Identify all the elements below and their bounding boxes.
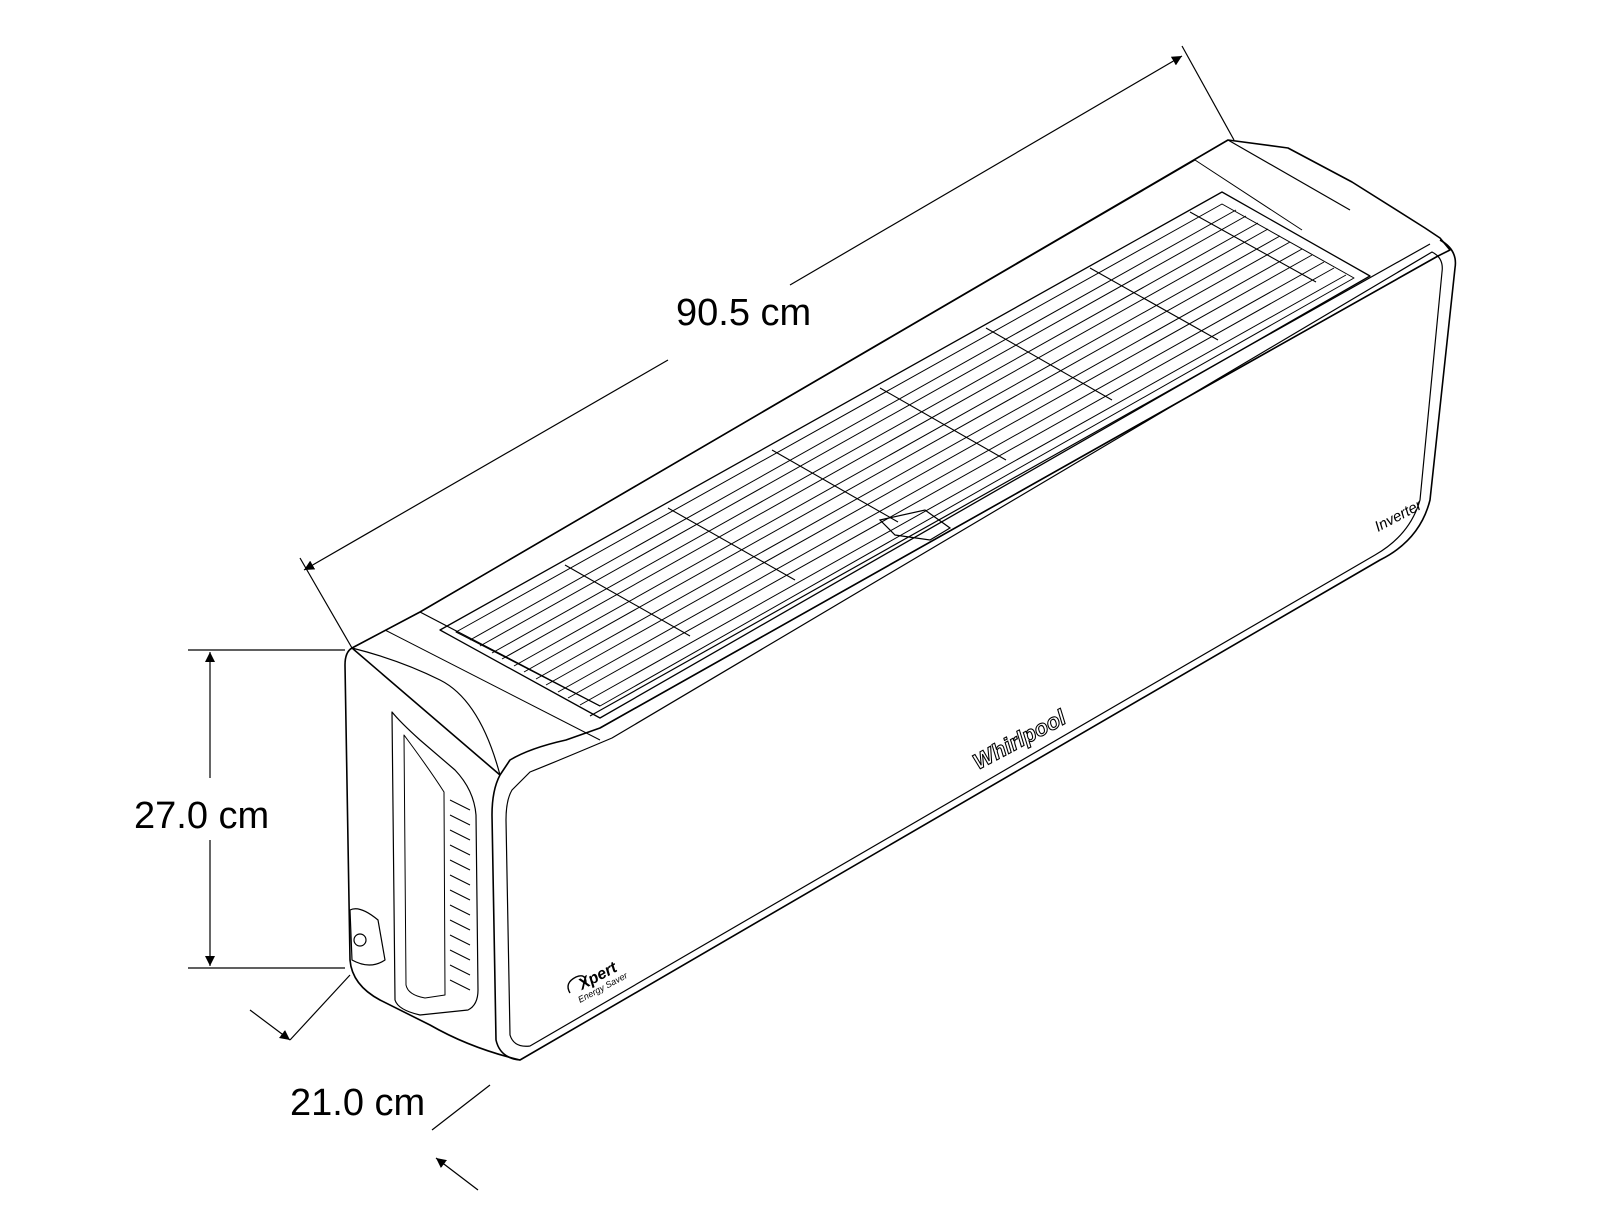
front-face: [491, 239, 1457, 1061]
depth-arrow-left: [249, 1009, 291, 1041]
width-dimension-label: 90.5 cm: [676, 292, 812, 334]
side-button: [349, 908, 386, 966]
width-extension-right: [1181, 45, 1235, 141]
ac-unit-body: [344, 139, 1457, 1061]
front-louver: [589, 243, 1439, 729]
depth-extension-left: [289, 974, 351, 1041]
depth-extension-right: [431, 1084, 491, 1131]
depth-dimension-label: 21.0 cm: [290, 1082, 426, 1124]
width-extension-left: [299, 557, 353, 649]
side-vent-window: [391, 711, 479, 1016]
top-grille-ribs: [564, 211, 1317, 637]
height-dimension-label: 27.0 cm: [134, 795, 270, 837]
depth-arrow-right: [435, 1157, 479, 1191]
width-dimension-line-b: [789, 55, 1183, 286]
brand-logo: Whirlpool: [969, 704, 1071, 774]
front-bezel: [505, 251, 1443, 1047]
top-grille-slats: [469, 209, 1347, 706]
top-grille-frame: [439, 191, 1371, 719]
top-surface: [351, 139, 1451, 776]
dimension-lines: [188, 45, 1235, 1191]
left-side-panel: [344, 647, 521, 1061]
xpert-swirl-icon: [567, 975, 587, 994]
xpert-energy-saver-badge: Xpert Energy Saver: [567, 959, 630, 1005]
side-vent-slats: [449, 799, 471, 991]
width-dimension-line-a: [303, 359, 669, 571]
